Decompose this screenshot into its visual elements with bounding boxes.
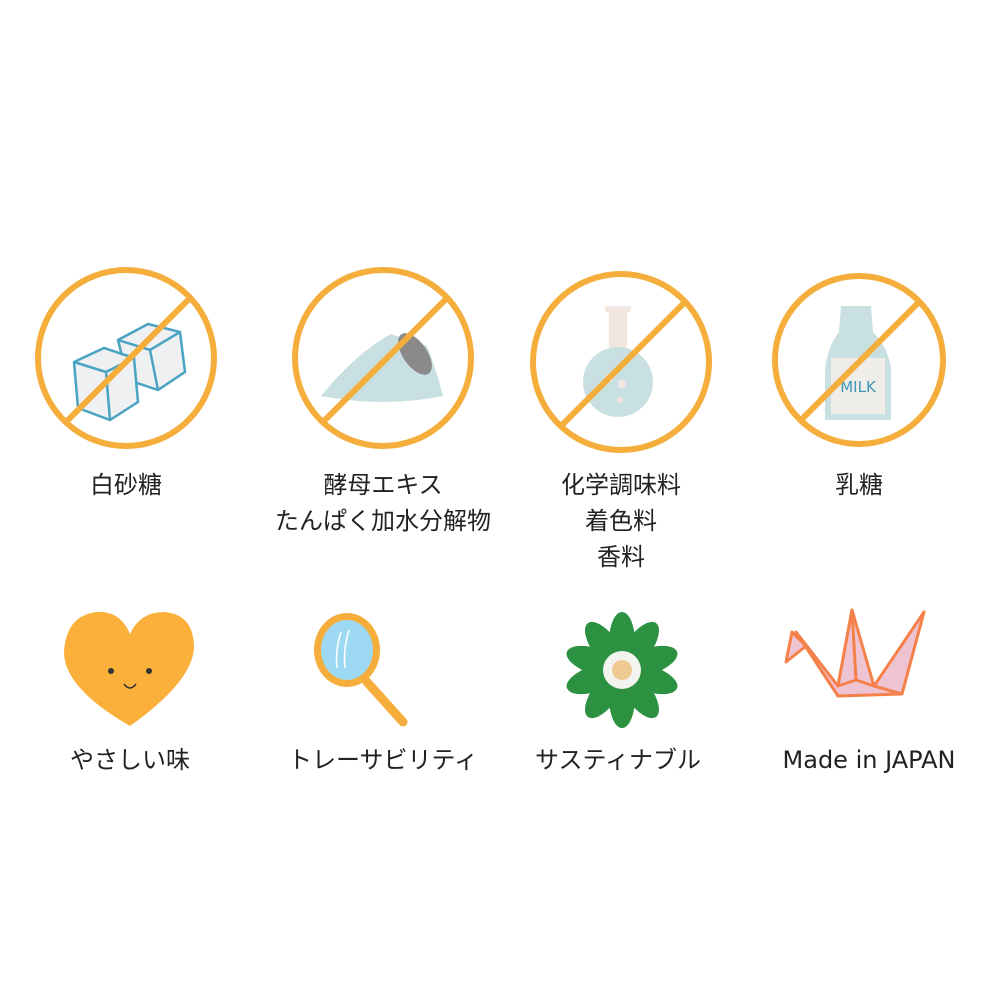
feature-label: サスティナブル (534, 746, 702, 774)
feature-label: トレーサビリティ (287, 746, 479, 774)
free-from-label: 乳糖 (835, 471, 883, 499)
milk-bottle-icon: MILK (772, 273, 946, 447)
milk-label: MILK (840, 378, 877, 396)
free-from-label: 化学調味料着色料香料 (561, 471, 681, 571)
magnifying-glass-icon (314, 613, 408, 727)
yeast-pile-icon (292, 267, 474, 449)
free-from-label: 酵母エキスたんぱく加水分解物 (275, 471, 491, 535)
feature-label: Made in JAPAN (782, 746, 956, 774)
paper-crane-icon (784, 608, 926, 698)
free-from-label: 白砂糖 (90, 471, 162, 499)
feature-label: やさしい味 (70, 746, 190, 774)
sugar-cubes-icon (35, 267, 217, 449)
flower-icon (566, 612, 678, 728)
smiling-heart-icon (64, 611, 194, 726)
flask-icon (530, 271, 712, 453)
